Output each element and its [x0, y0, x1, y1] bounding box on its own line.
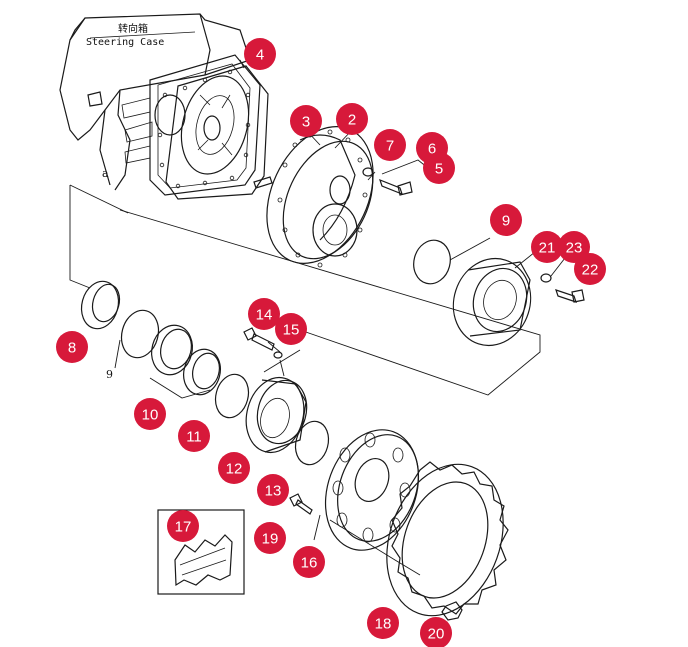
callout-20-circle — [420, 617, 452, 647]
callout-18-number: 18 — [375, 616, 392, 633]
callout-9-number: 9 — [502, 213, 510, 230]
callout-4-number: 4 — [256, 47, 264, 64]
o-ring-13 — [294, 420, 330, 466]
o-ring-left — [120, 309, 160, 359]
callout-21-number: 21 — [539, 240, 556, 257]
dowel-pin — [253, 176, 273, 189]
bolt-14-washer-15 — [243, 327, 283, 359]
callout-7: 7 — [374, 129, 406, 161]
callout-3: 3 — [290, 105, 322, 137]
stud-part — [289, 493, 313, 515]
segment-inset-box — [157, 509, 245, 595]
callout-11-circle — [178, 420, 210, 452]
seal-ring — [80, 280, 121, 330]
case-label-english: Steering Case — [86, 37, 164, 48]
callout-18-circle — [367, 607, 399, 639]
callout-9-circle — [490, 204, 522, 236]
bolt-washer-set — [362, 167, 413, 196]
case-label-chinese: 转向箱 — [118, 22, 148, 35]
callout-16-number: 16 — [301, 555, 318, 572]
callout-23: 23 — [558, 231, 590, 263]
callout-15-number: 15 — [283, 322, 300, 339]
hub-part — [245, 376, 308, 454]
callout-16-circle — [293, 546, 325, 578]
callout-9: 9 — [490, 204, 522, 236]
callout-23-number: 23 — [566, 240, 583, 257]
callout-10-number: 10 — [142, 407, 159, 424]
callout-7-circle — [374, 129, 406, 161]
callout-12-number: 12 — [226, 461, 243, 478]
callout-2-number: 2 — [348, 112, 356, 129]
callout-8: 8 — [56, 331, 88, 363]
callout-4-circle — [244, 38, 276, 70]
callout-8-circle — [56, 331, 88, 363]
callout-8-number: 8 — [68, 340, 76, 357]
callout-5: 5 — [423, 152, 455, 184]
callout-13-circle — [257, 474, 289, 506]
callout-21-circle — [531, 231, 563, 263]
callout-17-number: 17 — [175, 519, 192, 536]
callout-18: 18 — [367, 607, 399, 639]
callout-11: 11 — [178, 420, 210, 452]
callout-15: 15 — [275, 313, 307, 345]
callout-14: 14 — [248, 298, 280, 330]
callout-6-number: 6 — [428, 141, 436, 158]
ring-nine-label: 9 — [106, 368, 113, 381]
callout-17-circle — [167, 510, 199, 542]
callout-7-number: 7 — [386, 138, 394, 155]
callout-22: 22 — [574, 253, 606, 285]
final-drive-cover — [266, 126, 374, 268]
callout-4: 4 — [244, 38, 276, 70]
callout-22-number: 22 — [582, 262, 599, 279]
callout-14-number: 14 — [256, 307, 273, 324]
callout-markers: 4 3 2 7 6 5 9 21 23 22 8 14 15 10 11 12 13 17 19 16 18 20 — [56, 38, 606, 647]
o-ring-right — [413, 239, 451, 285]
callout-3-number: 3 — [302, 114, 310, 131]
callout-3-circle — [290, 105, 322, 137]
gasket-part — [165, 65, 269, 200]
callout-10: 10 — [134, 398, 166, 430]
callout-15-circle — [275, 313, 307, 345]
callout-17: 17 — [167, 510, 199, 542]
callout-23-circle — [558, 231, 590, 263]
sprocket-segment-ring — [386, 461, 509, 617]
callout-20: 20 — [420, 617, 452, 647]
callout-21: 21 — [531, 231, 563, 263]
callout-2-circle — [336, 103, 368, 135]
callout-19-number: 19 — [262, 531, 279, 548]
callout-22-circle — [574, 253, 606, 285]
callout-11-number: 11 — [186, 429, 202, 446]
callout-12-circle — [218, 452, 250, 484]
side-letter-label: a — [102, 167, 109, 180]
callout-10-circle — [134, 398, 166, 430]
callout-5-number: 5 — [435, 161, 443, 178]
callout-16: 16 — [293, 546, 325, 578]
sprocket-hub — [324, 429, 420, 551]
o-ring-11 — [214, 373, 250, 419]
sprocket-nut — [441, 601, 463, 621]
callout-12: 12 — [218, 452, 250, 484]
callout-20-number: 20 — [428, 626, 445, 643]
callout-13: 13 — [257, 474, 289, 506]
callout-5-circle — [423, 152, 455, 184]
retainer-part — [452, 257, 585, 347]
callout-2: 2 — [336, 103, 368, 135]
callout-13-number: 13 — [265, 483, 282, 500]
callout-19: 19 — [254, 522, 286, 554]
steering-case-housing: 转向箱 Steering Case a — [59, 13, 261, 196]
callout-14-circle — [248, 298, 280, 330]
callout-19-circle — [254, 522, 286, 554]
